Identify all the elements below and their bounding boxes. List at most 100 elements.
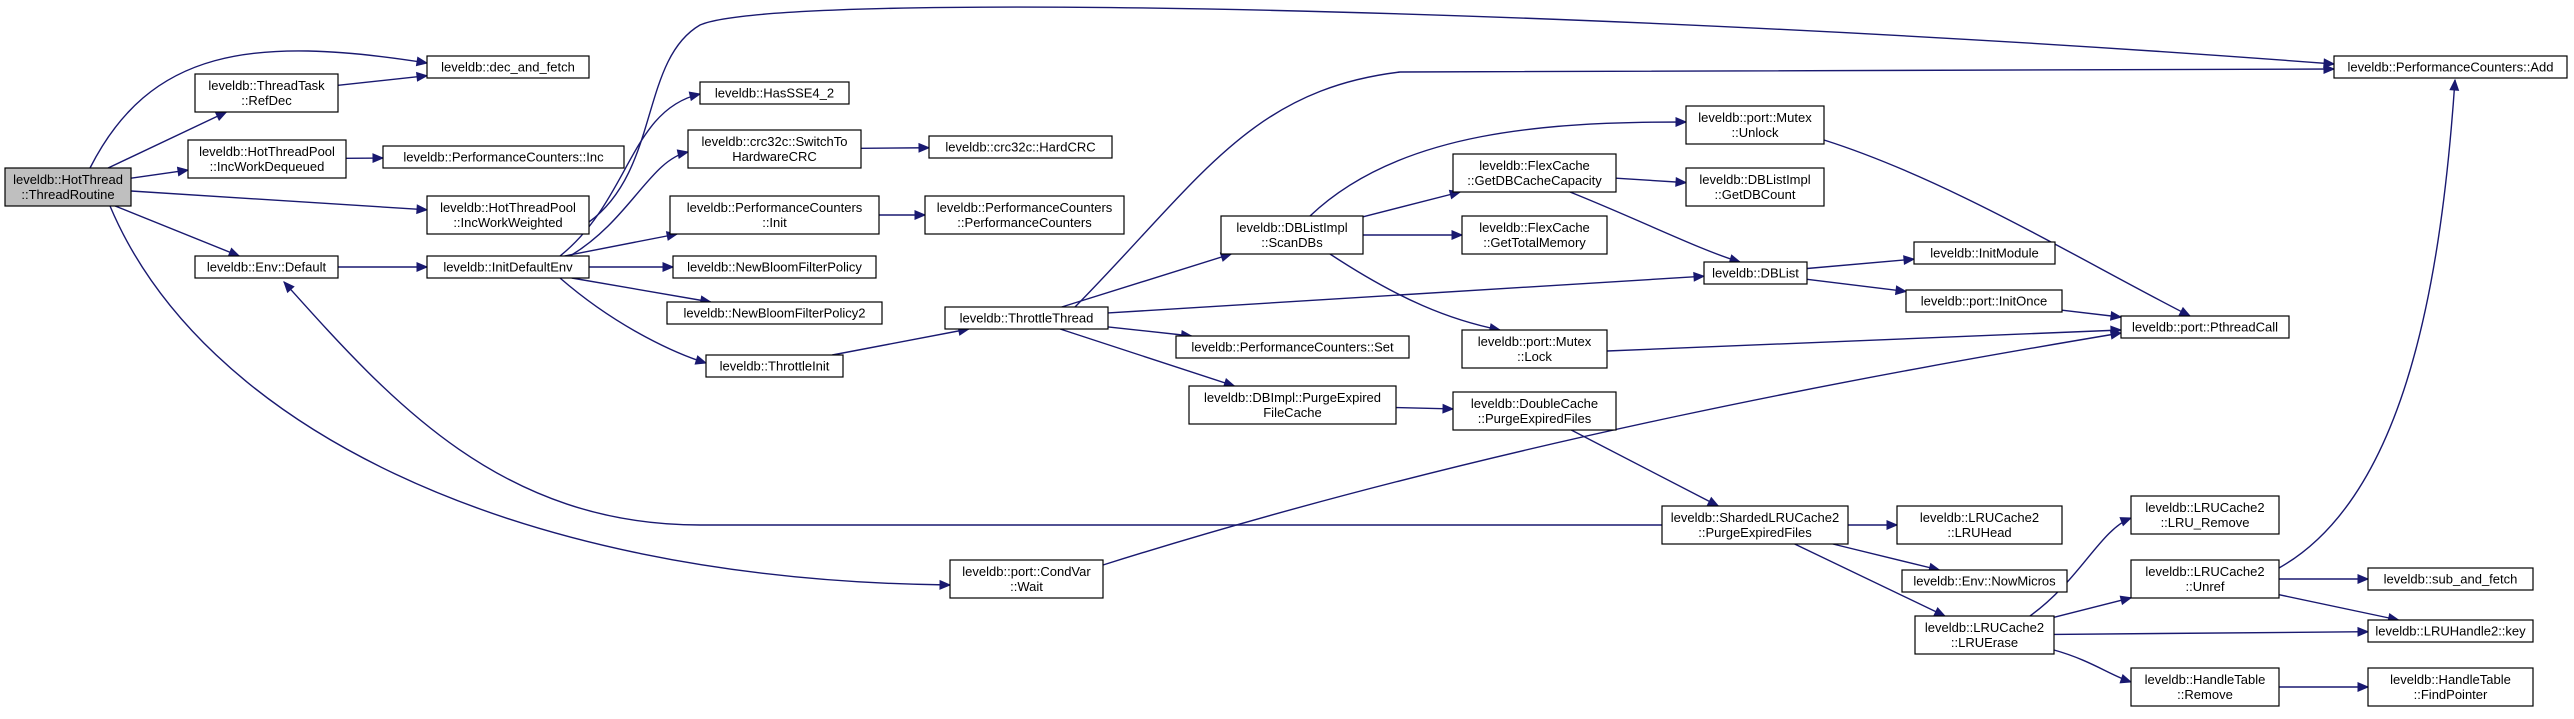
arrowhead [2119, 517, 2133, 527]
node-get-total-memory[interactable]: leveldb::FlexCache::GetTotalMemory [1461, 215, 1608, 255]
node-pthread-call[interactable]: leveldb::port::PthreadCall [2120, 315, 2290, 339]
node-box[interactable] [1461, 215, 1608, 255]
node-box[interactable] [382, 145, 625, 169]
node-condvar-wait[interactable]: leveldb::port::CondVar::Wait [949, 559, 1104, 599]
node-box[interactable] [1685, 105, 1825, 145]
node-handle-table-remove[interactable]: leveldb::HandleTable::Remove [2130, 667, 2280, 707]
node-get-db-cache-capacity[interactable]: leveldb::FlexCache::GetDBCacheCapacity [1452, 153, 1617, 193]
node-box[interactable] [1175, 335, 1410, 359]
node-box[interactable] [2120, 315, 2290, 339]
node-perf-add[interactable]: leveldb::PerformanceCounters::Add [2333, 55, 2568, 79]
node-throttle-init[interactable]: leveldb::ThrottleInit [705, 354, 844, 378]
node-box[interactable] [1188, 385, 1397, 425]
node-box[interactable] [949, 559, 1104, 599]
edge-unref-to-perf_add [2278, 78, 2460, 569]
node-box[interactable] [928, 135, 1113, 159]
node-init-default-env[interactable]: leveldb::InitDefaultEnv [426, 255, 590, 279]
node-now-micros[interactable]: leveldb::Env::NowMicros [1901, 569, 2068, 593]
node-box[interactable] [672, 255, 877, 279]
node-box[interactable] [194, 255, 339, 279]
edge-line [107, 111, 227, 169]
node-box[interactable] [1905, 289, 2063, 313]
node-unref[interactable]: leveldb::LRUCache2::Unref [2130, 559, 2280, 599]
node-label-line: leveldb::HasSSE4_2 [715, 86, 834, 101]
node-box[interactable] [187, 139, 347, 179]
node-box[interactable] [1220, 215, 1364, 255]
node-box[interactable] [2130, 559, 2280, 599]
node-box[interactable] [944, 306, 1109, 330]
node-box[interactable] [669, 195, 880, 235]
node-label-line: leveldb::ThreadTask [208, 78, 325, 93]
node-new-bloom[interactable]: leveldb::NewBloomFilterPolicy [672, 255, 877, 279]
node-perf-init[interactable]: leveldb::PerformanceCounters::Init [669, 195, 880, 235]
node-box[interactable] [426, 195, 590, 235]
node-box[interactable] [4, 167, 132, 207]
node-lru-erase[interactable]: leveldb::LRUCache2::LRUErase [1914, 615, 2055, 655]
node-box[interactable] [687, 129, 862, 169]
node-box[interactable] [1896, 505, 2063, 545]
node-mutex-unlock[interactable]: leveldb::port::Mutex::Unlock [1685, 105, 1825, 145]
node-perf-ctor[interactable]: leveldb::PerformanceCounters::Performanc… [924, 195, 1125, 235]
node-label-line: leveldb::FlexCache [1479, 220, 1590, 235]
node-box[interactable] [2130, 495, 2280, 535]
node-label-line: ::LRU_Remove [2161, 515, 2250, 530]
node-lru-handle-key[interactable]: leveldb::LRUHandle2::key [2367, 619, 2534, 643]
node-thread-task-refdec[interactable]: leveldb::ThreadTask::RefDec [194, 73, 339, 113]
node-inc-work-dequeued[interactable]: leveldb::HotThreadPool::IncWorkDequeued [187, 139, 347, 179]
node-box[interactable] [1452, 153, 1617, 193]
node-perf-set[interactable]: leveldb::PerformanceCounters::Set [1175, 335, 1410, 359]
node-get-db-count[interactable]: leveldb::DBListImpl::GetDBCount [1685, 167, 1825, 207]
node-hot-thread[interactable]: leveldb::HotThread::ThreadRoutine [4, 167, 132, 207]
node-sub-and-fetch[interactable]: leveldb::sub_and_fetch [2367, 567, 2534, 591]
node-box[interactable] [2333, 55, 2568, 79]
node-init-once[interactable]: leveldb::port::InitOnce [1905, 289, 2063, 313]
node-sharded-purge[interactable]: leveldb::ShardedLRUCache2::PurgeExpiredF… [1661, 505, 1849, 545]
node-box[interactable] [2130, 667, 2280, 707]
node-hard-crc[interactable]: leveldb::crc32c::HardCRC [928, 135, 1113, 159]
node-box[interactable] [2367, 619, 2534, 643]
node-box[interactable] [194, 73, 339, 113]
edge-scan_dbs-to-mutex_lock [1329, 253, 1502, 333]
node-box[interactable] [924, 195, 1125, 235]
node-scan-dbs[interactable]: leveldb::DBListImpl::ScanDBs [1220, 215, 1364, 255]
node-box[interactable] [1452, 391, 1617, 431]
node-init-module[interactable]: leveldb::InitModule [1913, 241, 2056, 265]
node-box[interactable] [426, 55, 590, 79]
node-label-line: leveldb::LRUCache2 [1920, 510, 2039, 525]
node-box[interactable] [1685, 167, 1825, 207]
node-box[interactable] [666, 301, 883, 325]
node-perf-inc[interactable]: leveldb::PerformanceCounters::Inc [382, 145, 625, 169]
node-double-cache-purge[interactable]: leveldb::DoubleCache::PurgeExpiredFiles [1452, 391, 1617, 431]
node-box[interactable] [1914, 615, 2055, 655]
node-mutex-lock[interactable]: leveldb::port::Mutex::Lock [1461, 329, 1608, 369]
node-lru-head[interactable]: leveldb::LRUCache2::LRUHead [1896, 505, 2063, 545]
node-has-sse4[interactable]: leveldb::HasSSE4_2 [699, 81, 850, 105]
node-label-line: ::GetTotalMemory [1483, 235, 1586, 250]
node-box[interactable] [1913, 241, 2056, 265]
node-box[interactable] [699, 81, 850, 105]
node-box[interactable] [705, 354, 844, 378]
node-throttle-thread[interactable]: leveldb::ThrottleThread [944, 306, 1109, 330]
node-label-line: leveldb::ThrottleThread [960, 311, 1094, 326]
node-box[interactable] [426, 255, 590, 279]
node-box[interactable] [1901, 569, 2068, 593]
nodes-layer: leveldb::HotThread::ThreadRoutineleveldb… [4, 55, 2568, 707]
arrowhead [1886, 520, 1899, 530]
node-env-default[interactable]: leveldb::Env::Default [194, 255, 339, 279]
node-label-line: ::Lock [1517, 349, 1552, 364]
node-dec-and-fetch[interactable]: leveldb::dec_and_fetch [426, 55, 590, 79]
node-inc-work-weighted[interactable]: leveldb::HotThreadPool::IncWorkWeighted [426, 195, 590, 235]
node-label-line: leveldb::DBList [1712, 266, 1799, 281]
node-box[interactable] [2367, 667, 2534, 707]
node-box[interactable] [2367, 567, 2534, 591]
node-box[interactable] [1703, 261, 1808, 285]
node-box[interactable] [1461, 329, 1608, 369]
node-find-pointer[interactable]: leveldb::HandleTable::FindPointer [2367, 667, 2534, 707]
node-new-bloom2[interactable]: leveldb::NewBloomFilterPolicy2 [666, 301, 883, 325]
node-label-line: ::Wait [1010, 579, 1043, 594]
node-lru-remove[interactable]: leveldb::LRUCache2::LRU_Remove [2130, 495, 2280, 535]
node-box[interactable] [1661, 505, 1849, 545]
node-db-list[interactable]: leveldb::DBList [1703, 261, 1808, 285]
